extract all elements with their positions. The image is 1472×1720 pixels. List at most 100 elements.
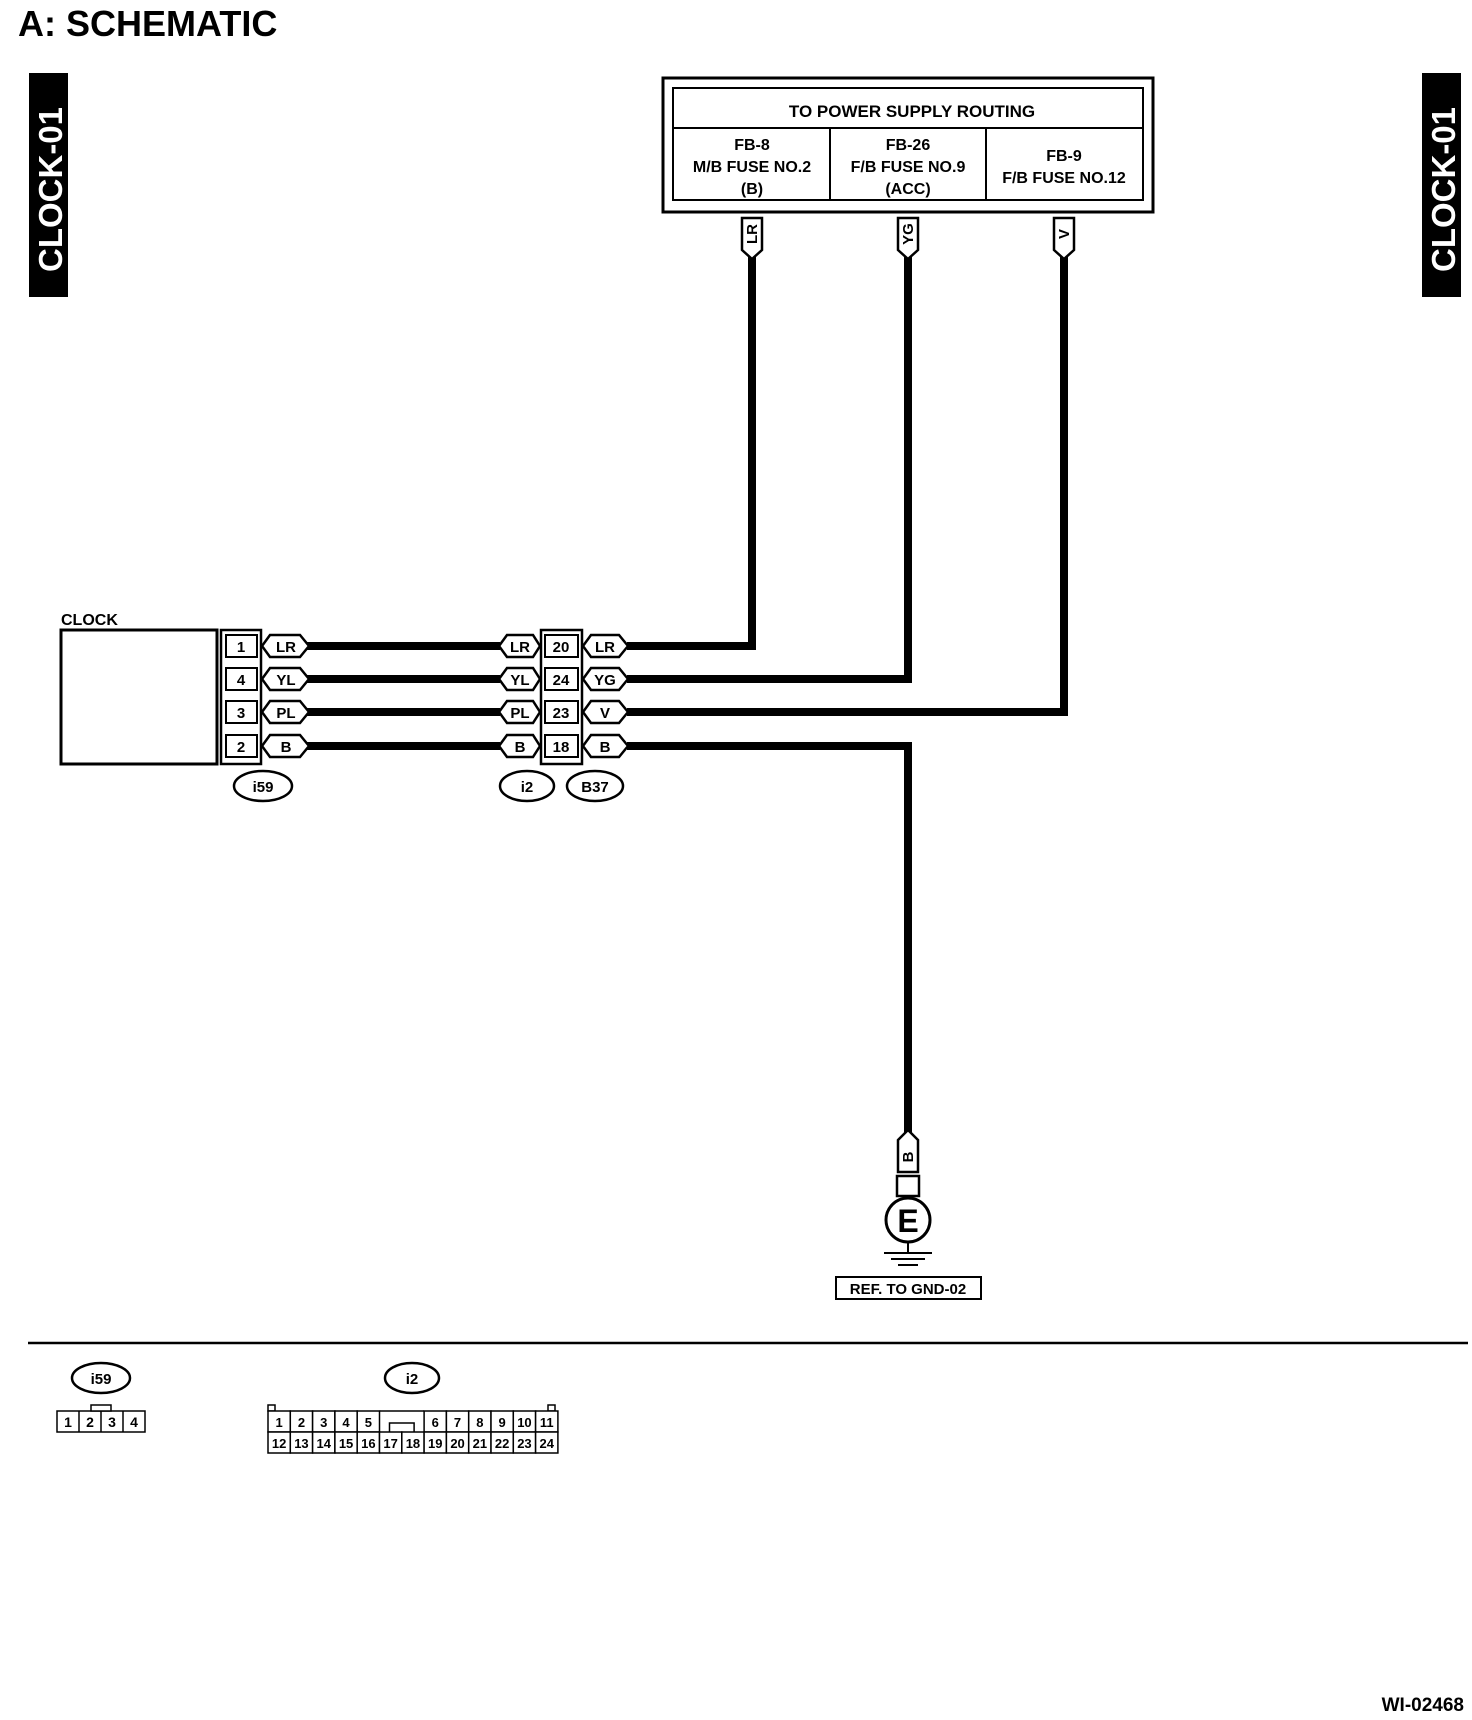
- connector-label-i59-text: i59: [253, 779, 274, 796]
- wire-v: [627, 255, 1068, 716]
- ground-symbol-text: E: [897, 1203, 918, 1239]
- connector-label-i59: i59: [232, 769, 294, 803]
- wire-tag-text: YL: [276, 672, 295, 689]
- wire-yg: [627, 255, 912, 683]
- legend-i59: i59 1 2 3 4: [56, 1361, 146, 1433]
- wire-tag: LR: [260, 633, 311, 659]
- power-supply-box: TO POWER SUPPLY ROUTING FB-8 M/B FUSE NO…: [661, 76, 1155, 214]
- connector-label-i2-text: i2: [521, 779, 534, 796]
- legend-i2-pin: 23: [517, 1436, 531, 1451]
- wire-tag-text: B: [600, 739, 611, 756]
- legend-i2-pin: 4: [342, 1415, 350, 1430]
- figure-id: WI-02468: [1382, 1695, 1464, 1716]
- side-tag-right-text: CLOCK-01: [1425, 107, 1462, 272]
- capsule-yg: YG: [896, 216, 920, 261]
- wire-tag-text: LR: [510, 639, 530, 656]
- fuse-col-1-line-3: (B): [741, 181, 763, 198]
- capsule-v-text: V: [1056, 229, 1073, 239]
- wire-tag-text: V: [600, 705, 610, 722]
- clock-pin-row: 2: [225, 734, 258, 758]
- legend-i2-pin: 10: [517, 1415, 531, 1430]
- legend-i2-pin: 13: [294, 1436, 308, 1451]
- legend-i2-pin: 8: [476, 1415, 483, 1430]
- ground-wire-capsule: B: [896, 1128, 920, 1174]
- clock-label: CLOCK: [61, 612, 118, 629]
- fuse-col-2-line-3: (ACC): [885, 181, 930, 198]
- wires: [305, 255, 1068, 1142]
- legend-i2-pin: 12: [272, 1436, 286, 1451]
- capsule-lr-text: LR: [744, 224, 761, 244]
- legend-i2-pin: 6: [432, 1415, 439, 1430]
- junction-right-wire-tags: LR YG V B: [581, 633, 630, 759]
- legend-i59-label: i59: [91, 1371, 112, 1388]
- legend-i59-pin: 1: [64, 1414, 72, 1430]
- wire-tag: LR: [497, 633, 542, 659]
- power-box-header: TO POWER SUPPLY ROUTING: [789, 102, 1035, 121]
- wire-tag: YL: [497, 666, 542, 692]
- connector-label-b37: B37: [565, 769, 625, 803]
- legend-i2-pin: 2: [298, 1415, 305, 1430]
- capsule-lr: LR: [740, 216, 764, 261]
- clock-pin-number: 4: [237, 672, 246, 689]
- wire-tag: B: [581, 733, 630, 759]
- clock-pin-number: 2: [237, 739, 245, 756]
- legend-i2-pin: 19: [428, 1436, 442, 1451]
- legend-i59-pin: 2: [86, 1414, 94, 1430]
- junction-pin-row: 24: [544, 667, 579, 691]
- legend-i2-pin: 3: [320, 1415, 327, 1430]
- fuse-col-3-line-2: F/B FUSE NO.12: [1002, 170, 1126, 187]
- junction-left-wire-tags: LR YL PL B: [497, 633, 542, 759]
- wire-tag: B: [260, 733, 311, 759]
- clock-pins: 1 4 3 2: [225, 634, 258, 758]
- legend-i2-pin: 15: [339, 1436, 353, 1451]
- wire-tag-text: B: [281, 739, 292, 756]
- junction-pin-number: 23: [553, 705, 570, 722]
- legend-i2-pin: 22: [495, 1436, 509, 1451]
- wire-tag: YL: [260, 666, 311, 692]
- ground-wire-capsule-text: B: [900, 1151, 917, 1162]
- fuse-col-1-line-1: FB-8: [734, 137, 770, 154]
- wire-tag-text: YL: [510, 672, 529, 689]
- wire-tag: V: [581, 699, 630, 725]
- legend-i2-pin: 18: [406, 1436, 420, 1451]
- clock-pin-row: 4: [225, 667, 258, 691]
- junction-pin-row: 23: [544, 700, 579, 724]
- junction-pin-number: 24: [553, 672, 570, 689]
- legend-i2-pin: 20: [450, 1436, 464, 1451]
- legend-i2-pin: 16: [361, 1436, 375, 1451]
- wire-tag: YG: [581, 666, 630, 692]
- wire-tag: PL: [497, 699, 542, 725]
- legend-i2-label: i2: [406, 1371, 419, 1388]
- wire-tag-text: LR: [276, 639, 296, 656]
- capsule-yg-text: YG: [900, 223, 917, 245]
- side-tag-left-text: CLOCK-01: [32, 107, 69, 272]
- fuse-col-2-line-1: FB-26: [886, 137, 931, 154]
- wire-b-ground: [627, 742, 912, 1142]
- power-wire-capsules: LR YG V: [740, 216, 1076, 261]
- page-title: A: SCHEMATIC: [18, 3, 277, 44]
- connector-label-i2: i2: [498, 769, 556, 803]
- clock-pin-number: 1: [237, 639, 245, 656]
- clock-wire-tags: LR YL PL B: [260, 633, 311, 759]
- clock-pin-row: 3: [225, 700, 258, 724]
- side-tag-left: CLOCK-01: [29, 73, 69, 297]
- legend-i2-key: [388, 1422, 415, 1432]
- legend-i2-pin: 17: [383, 1436, 397, 1451]
- legend-i2-pin: 5: [365, 1415, 372, 1430]
- ground-assembly: B E REF. TO GND-02: [835, 1128, 982, 1300]
- wire-tag-text: LR: [595, 639, 615, 656]
- legend-i2-pin: 9: [499, 1415, 506, 1430]
- junction-pin-row: 20: [544, 634, 579, 658]
- fuse-col-2-line-2: F/B FUSE NO.9: [851, 159, 966, 176]
- wire-tag: PL: [260, 699, 311, 725]
- wire-tag: B: [497, 733, 542, 759]
- legend-i59-pin: 3: [108, 1414, 116, 1430]
- junction-pin-number: 20: [553, 639, 570, 656]
- wire-tag-text: B: [515, 739, 526, 756]
- clock-pin-number: 3: [237, 705, 245, 722]
- ground-ref-label: REF. TO GND-02: [850, 1281, 966, 1298]
- legend-i2-pin: 1: [276, 1415, 283, 1430]
